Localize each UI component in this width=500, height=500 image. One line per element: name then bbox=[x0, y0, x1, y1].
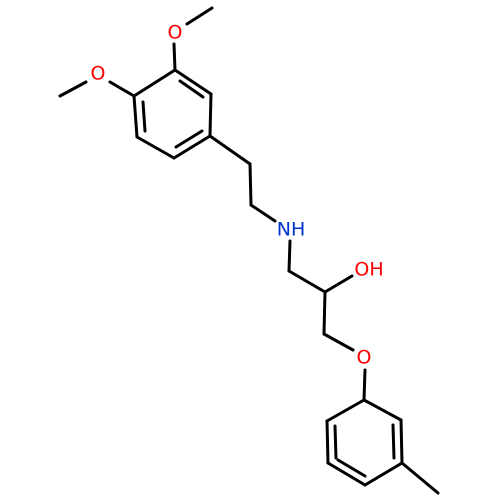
atom-nh: NH bbox=[277, 219, 306, 241]
lower-ring-double-bond-bottom bbox=[336, 458, 367, 478]
bond-choh-oh bbox=[323, 274, 354, 294]
bond-methyl-top bbox=[185, 6, 214, 26]
atom-o-ether: O bbox=[357, 347, 372, 369]
bond-oleft-ring bbox=[108, 80, 136, 98]
bond-oether-ring bbox=[362, 368, 367, 402]
bond-ring-methyl bbox=[400, 461, 440, 495]
bond-ch2-choh bbox=[287, 269, 327, 294]
atom-oh: OH bbox=[354, 259, 383, 281]
bond-n-ch2 bbox=[287, 239, 292, 273]
bond-otop-ring bbox=[172, 42, 177, 72]
bond-ch2-oether bbox=[322, 332, 355, 352]
bond-methyl-left bbox=[58, 80, 88, 98]
bond-ring-ch2 bbox=[208, 134, 252, 166]
lower-benzene-ring bbox=[325, 398, 404, 487]
bond-ch2-n bbox=[249, 203, 277, 223]
bond-ch2-ch2 bbox=[248, 162, 253, 207]
upper-benzene-ring bbox=[132, 68, 213, 160]
atom-o-top: O bbox=[168, 22, 183, 44]
atom-o-left: O bbox=[91, 63, 106, 85]
bond-choh-ch2 bbox=[322, 290, 327, 336]
